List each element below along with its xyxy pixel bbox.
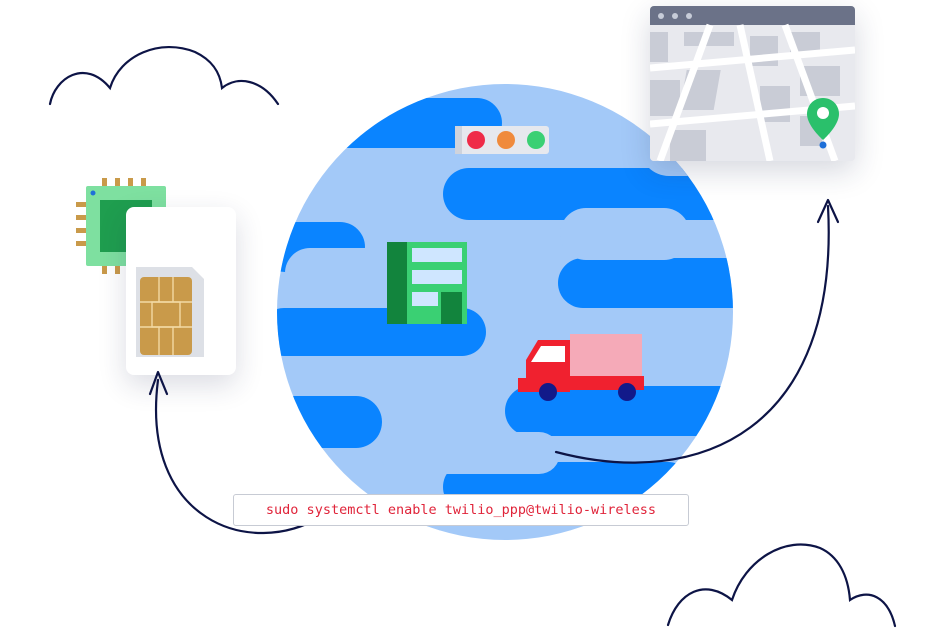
map-icon bbox=[650, 6, 855, 161]
cloud-icon bbox=[48, 46, 280, 106]
building-icon bbox=[387, 242, 467, 324]
cloud-icon bbox=[666, 543, 897, 628]
map-window-bar bbox=[650, 6, 855, 25]
window-dot-icon bbox=[672, 13, 678, 19]
map-pin-icon bbox=[807, 98, 839, 149]
command-box: sudo systemctl enable twilio_ppp@twilio-… bbox=[233, 494, 689, 526]
truck-icon bbox=[518, 334, 644, 401]
map-streets bbox=[650, 23, 855, 161]
window-dot-icon bbox=[686, 13, 692, 19]
arrow-icon bbox=[155, 378, 324, 535]
arrow-head-icon bbox=[148, 370, 169, 396]
sim-card-icon bbox=[126, 207, 236, 375]
window-dot-icon bbox=[658, 13, 664, 19]
traffic-light-icon bbox=[455, 126, 549, 154]
arrow-icon bbox=[554, 204, 830, 464]
command-text: sudo systemctl enable twilio_ppp@twilio-… bbox=[265, 502, 657, 518]
sim-card-shape bbox=[136, 267, 204, 357]
arrow-head-icon bbox=[816, 198, 840, 224]
